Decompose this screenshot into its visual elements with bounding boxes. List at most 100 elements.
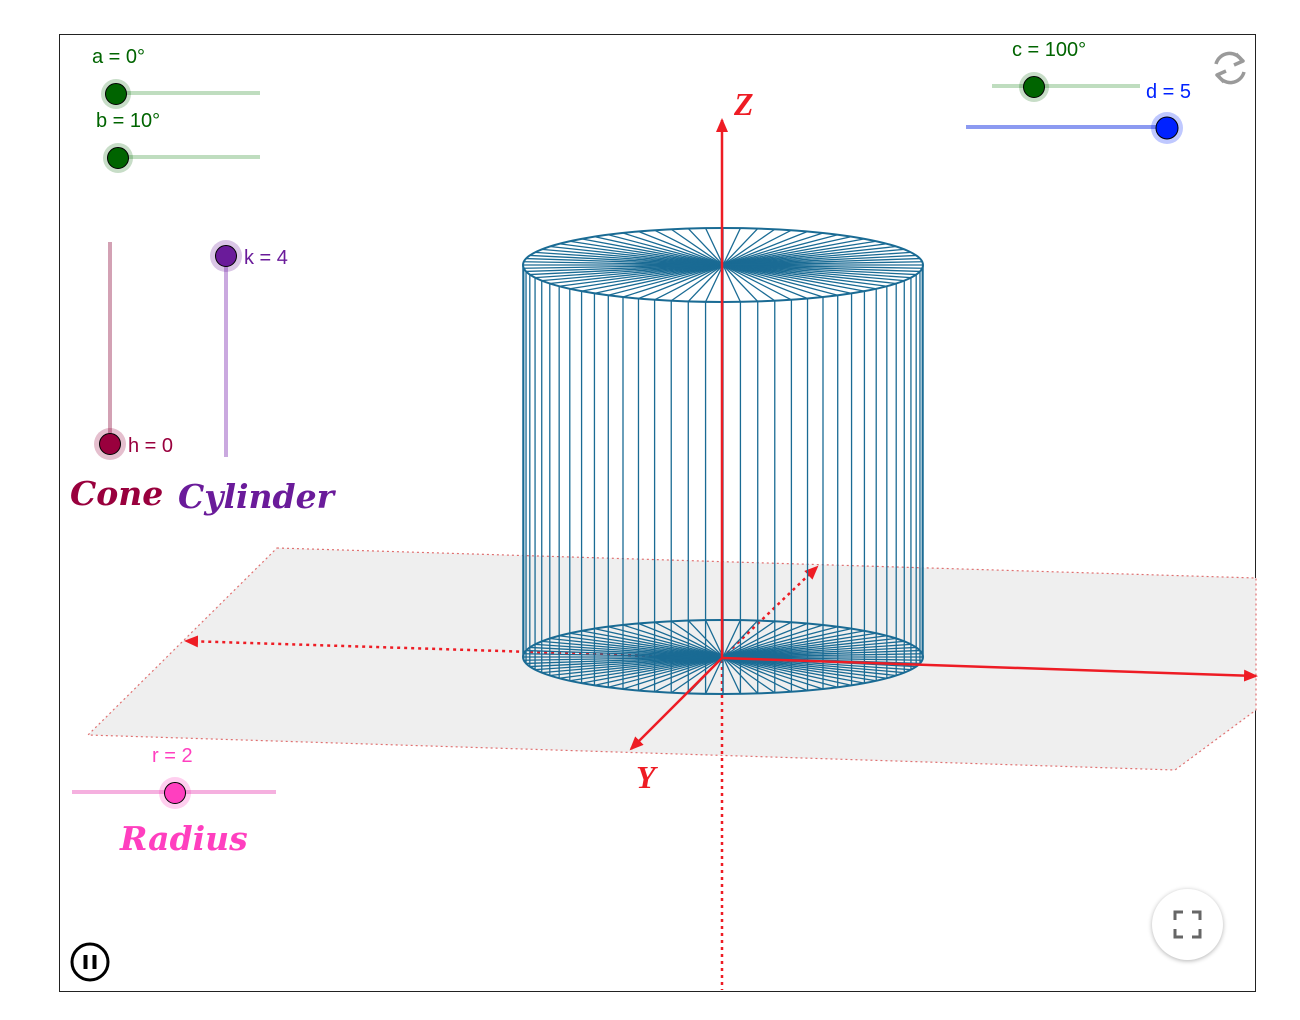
top-spoke (569, 264, 724, 290)
top-spoke (670, 228, 724, 266)
slider-c-label: c = 100° (1012, 39, 1086, 61)
top-spoke (722, 264, 824, 298)
top-spoke (608, 234, 724, 266)
slider-k-handle[interactable] (215, 245, 237, 267)
top-spoke (722, 264, 792, 301)
bottom-spoke (670, 620, 724, 658)
bottom-spoke (622, 656, 724, 690)
top-spoke (654, 229, 724, 266)
bottom-spoke (581, 630, 724, 658)
slider-d-label: d = 5 (1146, 81, 1191, 103)
top-spoke (722, 264, 887, 287)
top-spoke (722, 232, 824, 266)
top-spoke (687, 228, 724, 266)
bottom-spoke (608, 656, 724, 688)
bottom-spoke (722, 656, 887, 679)
slider-d[interactable]: d = 5 (966, 81, 1191, 144)
top-spoke (608, 264, 724, 296)
top-spoke (594, 236, 724, 266)
fullscreen-button[interactable] (1152, 889, 1223, 960)
top-spoke (722, 234, 838, 266)
x-axis-negative (184, 635, 723, 660)
bottom-spoke (670, 656, 724, 694)
top-spoke (594, 264, 724, 294)
slider-a-handle[interactable] (105, 83, 127, 105)
slider-r-handle[interactable] (164, 782, 186, 804)
reset-icon[interactable] (1214, 51, 1246, 85)
graphics-view[interactable] (59, 34, 1256, 992)
bottom-spoke (608, 626, 724, 658)
bottom-spoke (722, 620, 759, 658)
top-spoke (654, 264, 724, 301)
slider-k-label: k = 4 (244, 247, 288, 269)
bottom-spoke (549, 637, 724, 658)
slider-h-label: h = 0 (128, 435, 173, 457)
top-spoke (722, 238, 865, 266)
bottom-spoke (594, 628, 724, 658)
top-spoke (722, 236, 852, 266)
top-spoke (622, 232, 724, 266)
slider-h[interactable]: h = 0 (94, 242, 173, 460)
slider-r[interactable]: r = 2 (72, 745, 276, 809)
y-axis-label: Y (636, 759, 658, 795)
bottom-spoke (722, 656, 776, 694)
bottom-spoke (594, 656, 724, 686)
pause-icon[interactable] (70, 942, 110, 982)
bottom-spoke (722, 656, 824, 690)
bottom-spoke (722, 656, 838, 688)
top-spoke (722, 229, 792, 266)
slider-k[interactable]: k = 4 (210, 240, 288, 457)
slider-d-handle[interactable] (1155, 116, 1179, 140)
bottom-spoke (722, 656, 852, 686)
top-spoke (559, 243, 724, 266)
bottom-spoke (722, 626, 838, 658)
top-spoke (722, 264, 877, 290)
x-axis (721, 656, 1258, 682)
top-spoke (569, 240, 724, 266)
y-axis-negative (721, 565, 819, 659)
top-spoke (722, 264, 776, 302)
bottom-spoke (722, 622, 808, 658)
y-axis (629, 657, 723, 751)
bottom-spoke (722, 653, 923, 658)
bottom-spoke (722, 630, 865, 658)
bottom-spoke (622, 624, 724, 658)
top-spoke (722, 264, 808, 300)
bottom-spoke (722, 656, 808, 692)
bottom-spoke (687, 620, 724, 658)
z-axis-label: Z (733, 86, 754, 122)
slider-h-handle[interactable] (99, 433, 121, 455)
top-spoke (722, 228, 759, 266)
top-spoke (722, 230, 808, 266)
slider-b[interactable]: b = 10° (96, 110, 260, 173)
bottom-spoke (722, 656, 742, 695)
slider-a[interactable]: a = 0° (92, 46, 260, 109)
top-spoke (638, 230, 724, 266)
bottom-spoke (722, 621, 792, 658)
bottom-spoke (654, 656, 724, 693)
slider-c[interactable]: c = 100° (992, 39, 1140, 102)
top-spoke (722, 264, 865, 292)
top-spoke (722, 264, 759, 302)
top-spoke (722, 228, 776, 266)
bottom-spoke (722, 656, 877, 682)
slider-c-handle[interactable] (1023, 76, 1045, 98)
top-spoke (581, 264, 724, 292)
top-spoke (722, 227, 742, 266)
top-spoke (549, 245, 724, 266)
top-spoke (722, 261, 923, 266)
bottom-spoke (654, 621, 724, 658)
bottom-spoke (704, 619, 724, 658)
top-spoke (704, 227, 724, 266)
top-spoke (581, 238, 724, 266)
bottom-spoke (638, 622, 724, 658)
cone-caption: Cone (70, 474, 163, 513)
slider-b-handle[interactable] (107, 147, 129, 169)
slider-a-label: a = 0° (92, 46, 145, 68)
bottom-spoke (722, 620, 776, 658)
top-spoke (722, 264, 838, 296)
top-spoke (704, 264, 724, 303)
radius-caption: Radius (119, 819, 248, 858)
bottom-spoke (638, 656, 724, 692)
